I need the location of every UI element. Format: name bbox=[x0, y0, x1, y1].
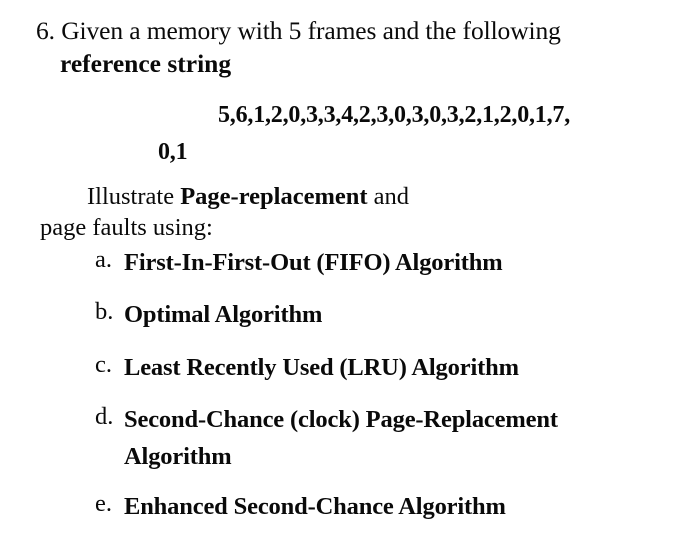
instruction-line-2: page faults using: bbox=[40, 214, 213, 241]
option-marker: e. bbox=[95, 490, 112, 517]
option-marker: a. bbox=[95, 246, 112, 273]
option-label: Second-Chance (clock) Page-Replacement A… bbox=[124, 406, 558, 470]
option-label: First-In-First-Out (FIFO) Algorithm bbox=[124, 249, 503, 276]
reference-string-line-2: 0,1 bbox=[158, 139, 188, 165]
option-marker: c. bbox=[95, 351, 112, 378]
question-stem-line-2: reference string bbox=[60, 49, 232, 78]
question-stem-line-1: 6. Given a memory with 5 frames and the … bbox=[36, 16, 561, 45]
list-item: e. Enhanced Second-Chance Algorithm bbox=[95, 488, 695, 526]
options-list: a. First-In-First-Out (FIFO) Algorithm b… bbox=[95, 244, 695, 526]
instruction-line-1: Illustrate Page-replacement and bbox=[87, 181, 409, 213]
option-marker: d. bbox=[95, 403, 114, 430]
option-marker: b. bbox=[95, 298, 114, 325]
list-item: d. Second-Chance (clock) Page-Replacemen… bbox=[95, 401, 695, 475]
list-item: c. Least Recently Used (LRU) Algorithm bbox=[95, 349, 695, 387]
list-item: b. Optimal Algorithm bbox=[95, 296, 695, 334]
instruction-prefix: Illustrate bbox=[87, 183, 181, 210]
instruction-emphasis: Page-replacement bbox=[180, 183, 368, 210]
question-stem: 6. Given a memory with 5 frames and the … bbox=[36, 14, 676, 80]
list-item: a. First-In-First-Out (FIFO) Algorithm bbox=[95, 244, 695, 282]
instruction-suffix: and bbox=[367, 183, 410, 210]
option-label: Least Recently Used (LRU) Algorithm bbox=[124, 354, 519, 381]
option-label: Optimal Algorithm bbox=[124, 301, 323, 328]
reference-string-line-1: 5,6,1,2,0,3,3,4,2,3,0,3,0,3,2,1,2,0,1,7, bbox=[218, 102, 571, 128]
option-label: Enhanced Second-Chance Algorithm bbox=[124, 493, 506, 520]
